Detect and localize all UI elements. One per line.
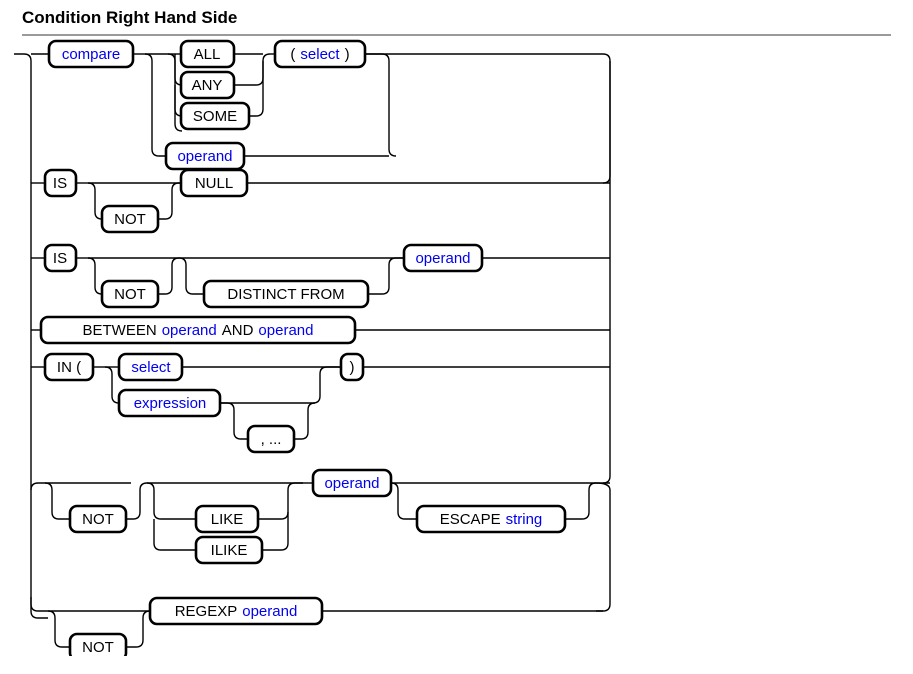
node-some-label: SOME	[193, 108, 237, 125]
node-compare-label: compare	[62, 46, 120, 63]
node-not-4: NOT	[68, 632, 128, 656]
node-operand-2: operand	[402, 243, 484, 273]
node-any-label: ANY	[192, 77, 223, 94]
node-ilike-label: ILIKE	[211, 542, 248, 559]
escape-keyword: ESCAPE	[440, 511, 501, 528]
between-and-keyword: AND	[222, 322, 254, 339]
node-comma: , ...	[246, 424, 296, 454]
node-distinct-from-label: DISTINCT FROM	[227, 286, 344, 303]
node-not-3: NOT	[68, 504, 128, 534]
node-ilike: ILIKE	[194, 535, 264, 565]
node-expression: expression	[117, 388, 222, 418]
node-null: NULL	[179, 168, 249, 198]
node-not-2: NOT	[100, 279, 160, 309]
node-is-1-label: IS	[53, 175, 67, 192]
node-not-3-label: NOT	[82, 511, 114, 528]
node-in-open-label: IN (	[57, 359, 81, 376]
node-operand-1-label: operand	[177, 148, 232, 165]
node-select-label: select	[300, 46, 340, 63]
node-some: SOME	[179, 101, 251, 131]
node-is-1: IS	[43, 168, 78, 198]
node-operand-1: operand	[164, 141, 246, 171]
node-operand-3: operand	[311, 468, 393, 498]
node-null-label: NULL	[195, 175, 233, 192]
regexp-operand: operand	[242, 603, 297, 620]
node-operand-3-label: operand	[324, 475, 379, 492]
node-not-2-label: NOT	[114, 286, 146, 303]
node-any: ANY	[179, 70, 236, 100]
paren-close-glyph: )	[345, 46, 350, 63]
node-select-paren: ( select)	[273, 39, 367, 69]
node-select-paren-label: ( select)	[290, 46, 349, 63]
node-compare: compare	[47, 39, 135, 69]
escape-string: string	[506, 511, 543, 528]
node-escape: ESCAPE string	[415, 504, 567, 534]
title-divider	[22, 34, 891, 36]
node-paren-close: )	[339, 352, 365, 382]
node-like-label: LIKE	[211, 511, 244, 528]
between-keyword: BETWEEN	[83, 322, 157, 339]
between-operand-2: operand	[258, 322, 313, 339]
regexp-keyword: REGEXP	[175, 603, 238, 620]
node-is-2: IS	[43, 243, 78, 273]
node-is-2-label: IS	[53, 250, 67, 267]
node-in-open: IN (	[43, 352, 95, 382]
node-distinct-from: DISTINCT FROM	[202, 279, 370, 309]
node-select-label-2: select	[131, 359, 171, 376]
node-not-1: NOT	[100, 204, 160, 234]
node-like: LIKE	[194, 504, 260, 534]
paren-open-glyph: (	[290, 46, 295, 63]
node-all-label: ALL	[194, 46, 221, 63]
node-select: select	[117, 352, 184, 382]
node-all: ALL	[179, 39, 236, 69]
node-paren-close-label: )	[350, 359, 355, 376]
node-operand-2-label: operand	[415, 250, 470, 267]
node-not-4-label: NOT	[82, 639, 114, 656]
node-escape-label: ESCAPE string	[440, 511, 543, 528]
node-comma-label: , ...	[261, 431, 282, 448]
page-title: Condition Right Hand Side	[22, 8, 238, 27]
railroad-diagram: compare ALL ANY SOME ( select)	[0, 36, 913, 656]
node-not-1-label: NOT	[114, 211, 146, 228]
node-expression-label: expression	[134, 395, 207, 412]
between-operand-1: operand	[162, 322, 217, 339]
